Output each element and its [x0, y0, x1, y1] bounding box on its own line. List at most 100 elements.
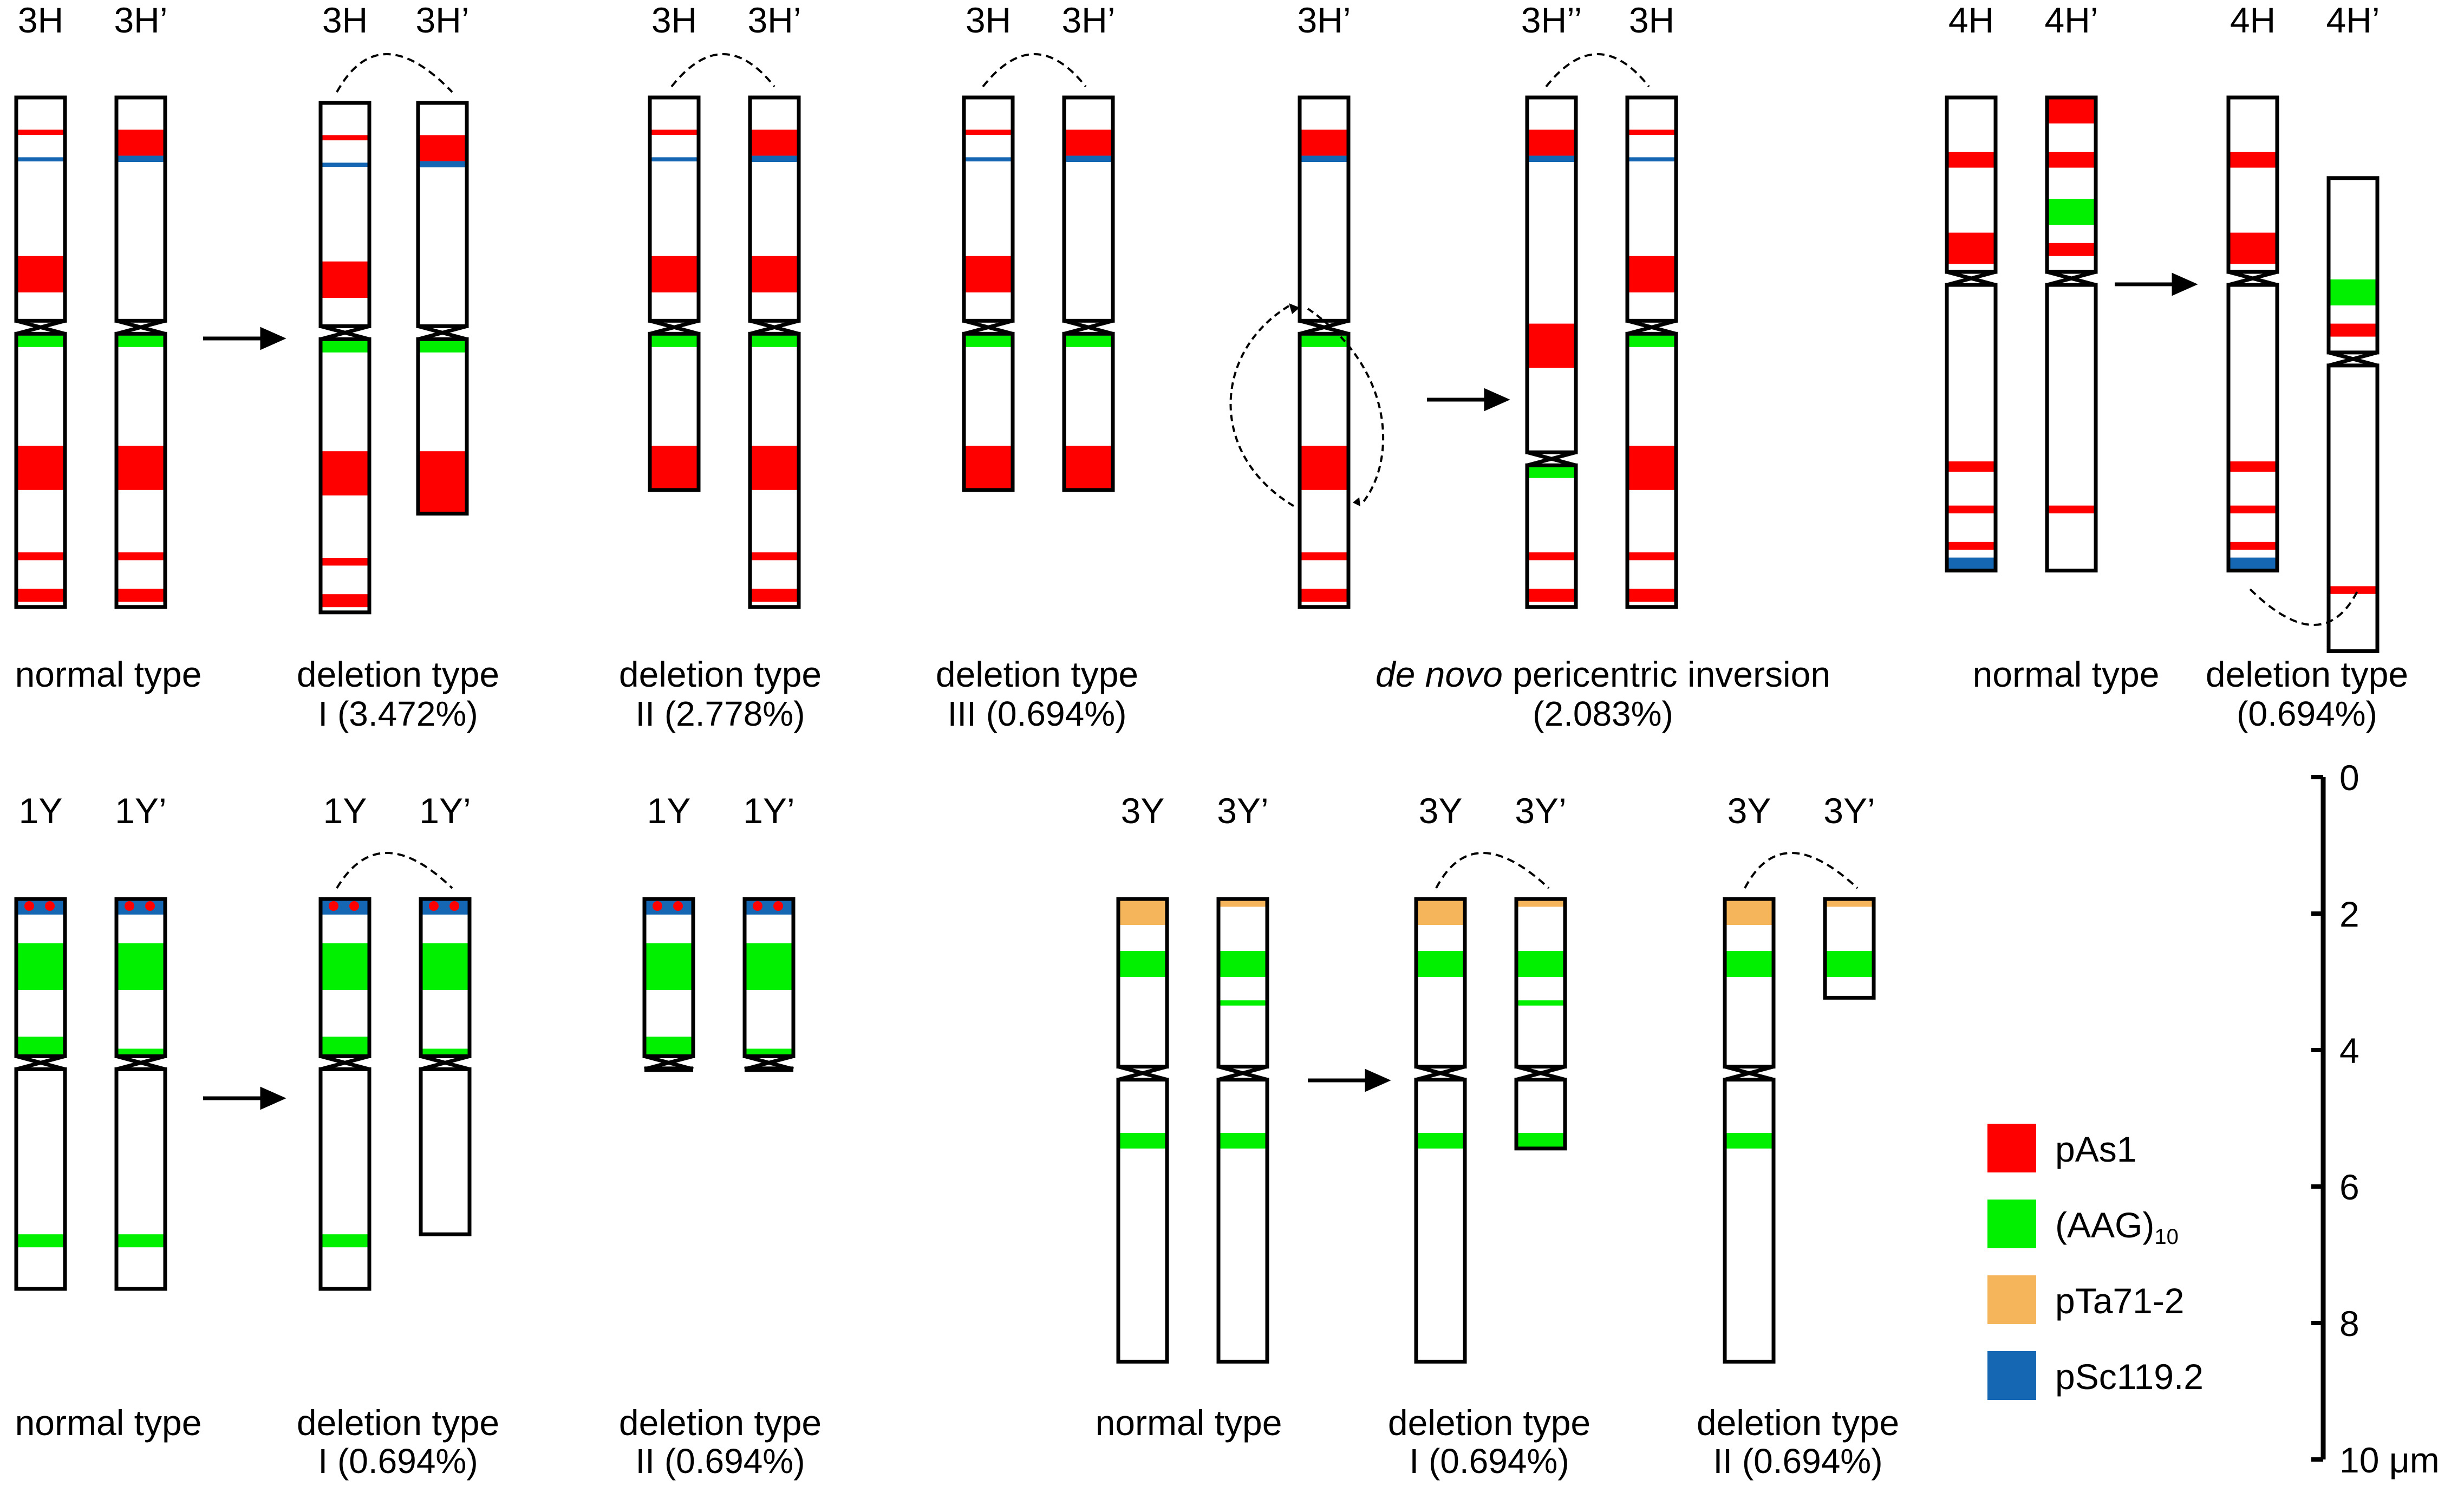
short-arm-outline: [648, 95, 701, 323]
long-arm-outline: [1062, 331, 1115, 492]
short-arm-outline: [1945, 95, 1998, 274]
centromere: [16, 1054, 66, 1071]
band-pAs1: [1627, 446, 1676, 490]
chromosome: 3Y: [1723, 791, 1776, 1364]
band-pAs1: [650, 129, 699, 135]
short-arm-outline: [1216, 897, 1269, 1069]
band-AAG: [116, 335, 165, 347]
long-arm-outline: [1525, 463, 1578, 609]
satellite-dot: [329, 901, 338, 911]
pair-arc-3h-del2: [670, 53, 775, 88]
centromere: [1627, 318, 1677, 336]
caption-line2: III (0.694%): [948, 694, 1127, 733]
long-arm-outline: [114, 331, 167, 609]
band-pAs1: [1947, 461, 1996, 472]
long-arm-outline: [2226, 283, 2279, 573]
band-pSc119: [964, 157, 1013, 162]
legend-item-AAG: (AAG)10: [1987, 1200, 2179, 1249]
arrow-3y-normal-to-deletion: [1308, 1068, 1391, 1092]
caption-line2: (2.083%): [1533, 694, 1673, 733]
chromosome-label: 4H’: [2044, 0, 2098, 40]
caption-line1: deletion type: [1388, 1403, 1590, 1443]
legend-label: pTa71-2: [2055, 1281, 2185, 1321]
long-arm-outline: [318, 1067, 371, 1291]
band-AAG: [1516, 951, 1565, 977]
centromere: [1946, 270, 1996, 287]
band-pSc119: [321, 162, 369, 167]
band-AAG: [418, 341, 467, 353]
centromere: [116, 1054, 166, 1071]
band-AAG: [421, 943, 470, 990]
long-arm-outline: [1723, 1078, 1776, 1364]
caption-italic: de novo: [1376, 654, 1503, 694]
centromere: [116, 318, 166, 336]
band-pAs1: [1300, 446, 1348, 490]
caption-line2: I (0.694%): [1409, 1442, 1569, 1481]
band-pAs1: [2228, 542, 2277, 550]
band-AAG: [321, 1234, 369, 1248]
centromere: [1064, 318, 1113, 336]
band-pSc119: [644, 899, 693, 915]
chromosome: 4H’: [2044, 0, 2098, 573]
band-pSc119: [750, 155, 799, 162]
short-arm-outline: [416, 101, 469, 328]
legend-label-text: (AAG): [2055, 1205, 2154, 1245]
caption-text: pericentric inversion: [1503, 654, 1830, 694]
band-pSc119: [116, 155, 165, 162]
band-pAs1: [1527, 552, 1576, 560]
transition-arrows: [203, 272, 2198, 1110]
long-arm-outline: [318, 337, 371, 615]
long-arm-outline: [416, 337, 469, 516]
legend-label: (AAG)10: [2055, 1205, 2179, 1249]
chromosome-label: 3H’: [415, 0, 469, 40]
chromosome-label: 1Y’: [419, 791, 471, 831]
short-arm-outline: [748, 95, 801, 323]
band-pTa71: [1825, 899, 1874, 907]
centromere: [1118, 1065, 1168, 1081]
caption-line2: (0.694%): [2237, 694, 2377, 733]
band-AAG: [644, 943, 693, 990]
band-AAG: [1416, 951, 1465, 977]
caption-line2: II (0.694%): [635, 1442, 805, 1481]
band-AAG: [745, 943, 793, 990]
short-arm-outline: [962, 95, 1015, 323]
band-pSc119: [2228, 557, 2277, 571]
chromosome: 3H’: [114, 0, 168, 609]
long-arm-outline: [1216, 1078, 1269, 1364]
chromosome-label: 3Y: [1728, 791, 1771, 831]
chromosome-label: 1Y: [647, 791, 691, 831]
caption-line1: normal type: [1973, 654, 2160, 694]
band-AAG: [1218, 951, 1267, 977]
long-arm-outline: [1514, 1078, 1567, 1151]
band-pAs1: [964, 446, 1013, 490]
band-pAs1: [2047, 505, 2096, 513]
long-arm-outline: [1298, 331, 1351, 609]
band-pAs1: [418, 135, 467, 161]
scale-tick-label: 10 μm: [2339, 1440, 2440, 1480]
chromosome: 3H: [962, 0, 1015, 492]
pair-arc-3y-del1: [1435, 852, 1550, 889]
legend-label-text: pTa71-2: [2055, 1281, 2185, 1321]
chromosome: 3H’: [1297, 0, 1351, 609]
band-pAs1: [16, 129, 65, 135]
scale-tick-label: 0: [2339, 758, 2359, 798]
short-arm-outline: [14, 897, 67, 1058]
satellite-dot: [753, 901, 762, 911]
caption-line2: I (0.694%): [318, 1442, 478, 1481]
pair-arc-3y-del2: [1744, 852, 1859, 889]
centromere: [2328, 350, 2378, 368]
band-pAs1: [321, 261, 369, 298]
caption-line1: normal type: [1096, 1403, 1282, 1443]
band-pAs1: [750, 589, 799, 602]
pairing-arcs: [336, 53, 2359, 889]
band-pAs1: [2228, 152, 2277, 168]
band-pSc119: [745, 899, 793, 915]
caption-line1: de novo pericentric inversion: [1376, 654, 1830, 694]
chromosome-label: 4H: [2230, 0, 2276, 40]
pair-arc-1y-del1: [336, 852, 453, 889]
legend-item-pSc119: pSc119.2: [1987, 1351, 2204, 1400]
